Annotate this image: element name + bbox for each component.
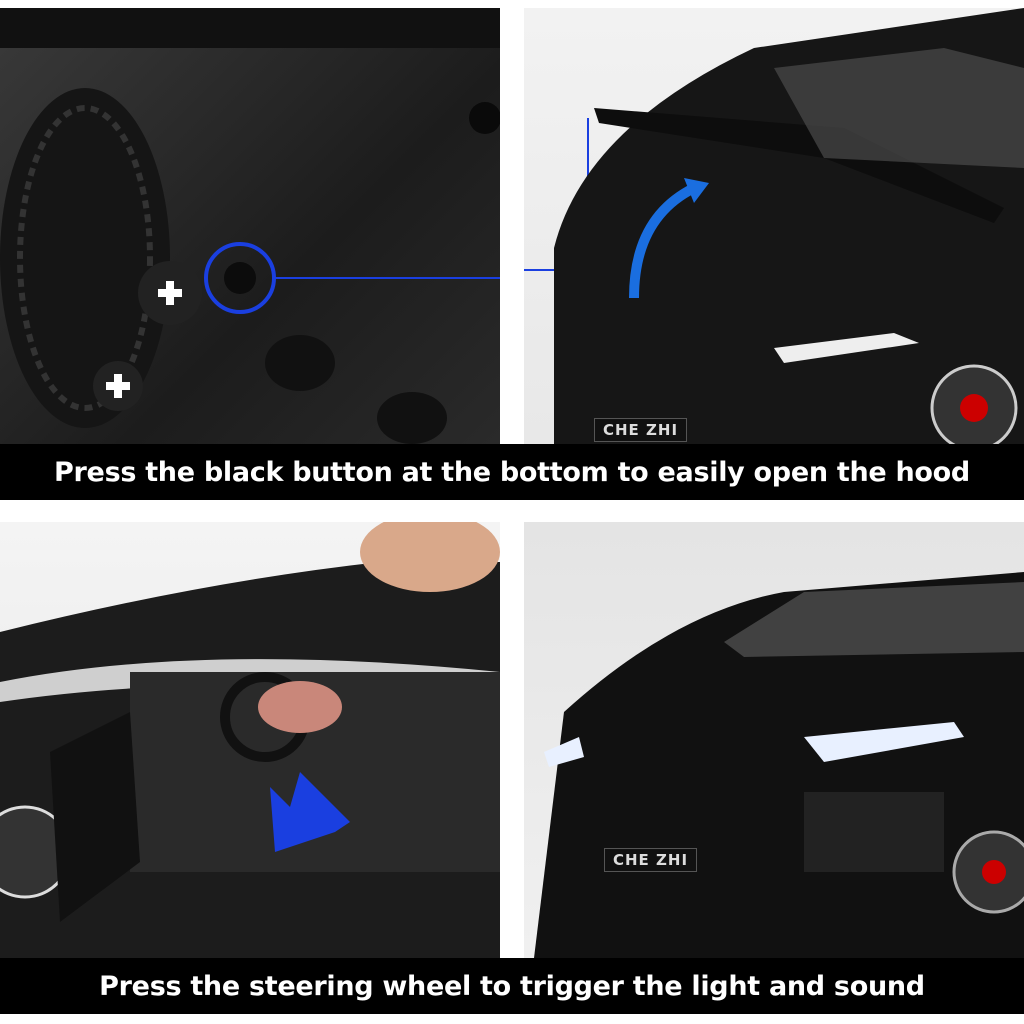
arrow-icon [629,183,697,299]
license-plate: CHE ZHI [594,418,688,442]
hood [594,108,1004,223]
interior-illustration [0,522,500,958]
screw-icon [106,374,130,398]
tire-icon [0,88,170,428]
arrow-icon [270,772,350,852]
screw-icon [158,281,182,305]
front-view-photo: CHE ZHI [524,522,1024,958]
front-illustration [534,572,1024,958]
caption-bottom: Press the steering wheel to trigger the … [0,958,1024,1014]
finger [258,681,342,733]
underside-illustration [0,8,500,444]
underside-photo [0,8,500,444]
headlight [804,722,964,762]
hood-open-photo: CHE ZHI [524,8,1024,444]
caption-top: Press the black button at the bottom to … [0,444,1024,500]
headlight [544,737,584,767]
steering-wheel-photo [0,522,500,958]
hood-illustration [524,8,1024,444]
license-plate: CHE ZHI [604,848,698,872]
